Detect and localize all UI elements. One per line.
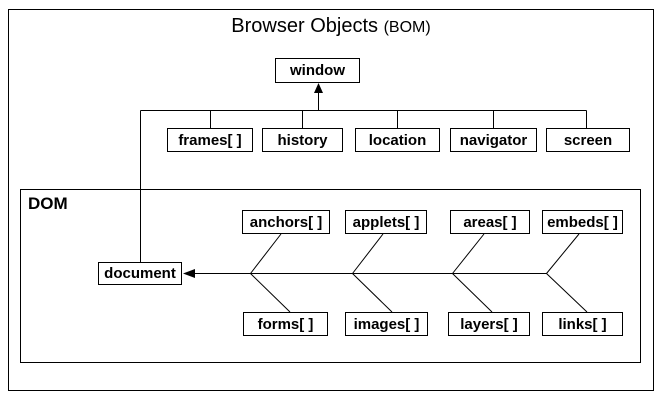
node-images: images[ ] [345, 312, 428, 336]
fishbone-diagonals [250, 233, 588, 313]
node-embeds: embeds[ ] [542, 210, 623, 234]
node-frames: frames[ ] [167, 128, 253, 152]
diagram-title-main: Browser Objects [231, 15, 379, 37]
node-links: links[ ] [542, 312, 623, 336]
window-arrowhead [314, 83, 323, 93]
dom-container-label: DOM [28, 194, 68, 213]
node-anchors: anchors[ ] [242, 210, 330, 234]
node-window: window [275, 58, 360, 83]
dom-container-border [20, 189, 641, 363]
node-location: location [355, 128, 440, 152]
node-navigator: navigator [450, 128, 537, 152]
node-applets: applets[ ] [345, 210, 427, 234]
bus-drop-lines [210, 110, 587, 128]
node-screen: screen [546, 128, 630, 152]
diagram-title: Browser Objects (BOM) [8, 15, 654, 38]
node-areas: areas[ ] [450, 210, 530, 234]
node-layers: layers[ ] [448, 312, 530, 336]
outer-border [8, 9, 654, 391]
diagram-title-suffix: (BOM) [383, 19, 431, 36]
node-document: document [98, 262, 182, 285]
node-forms: forms[ ] [243, 312, 328, 336]
document-arrowhead [183, 269, 195, 278]
node-history: history [262, 128, 343, 152]
